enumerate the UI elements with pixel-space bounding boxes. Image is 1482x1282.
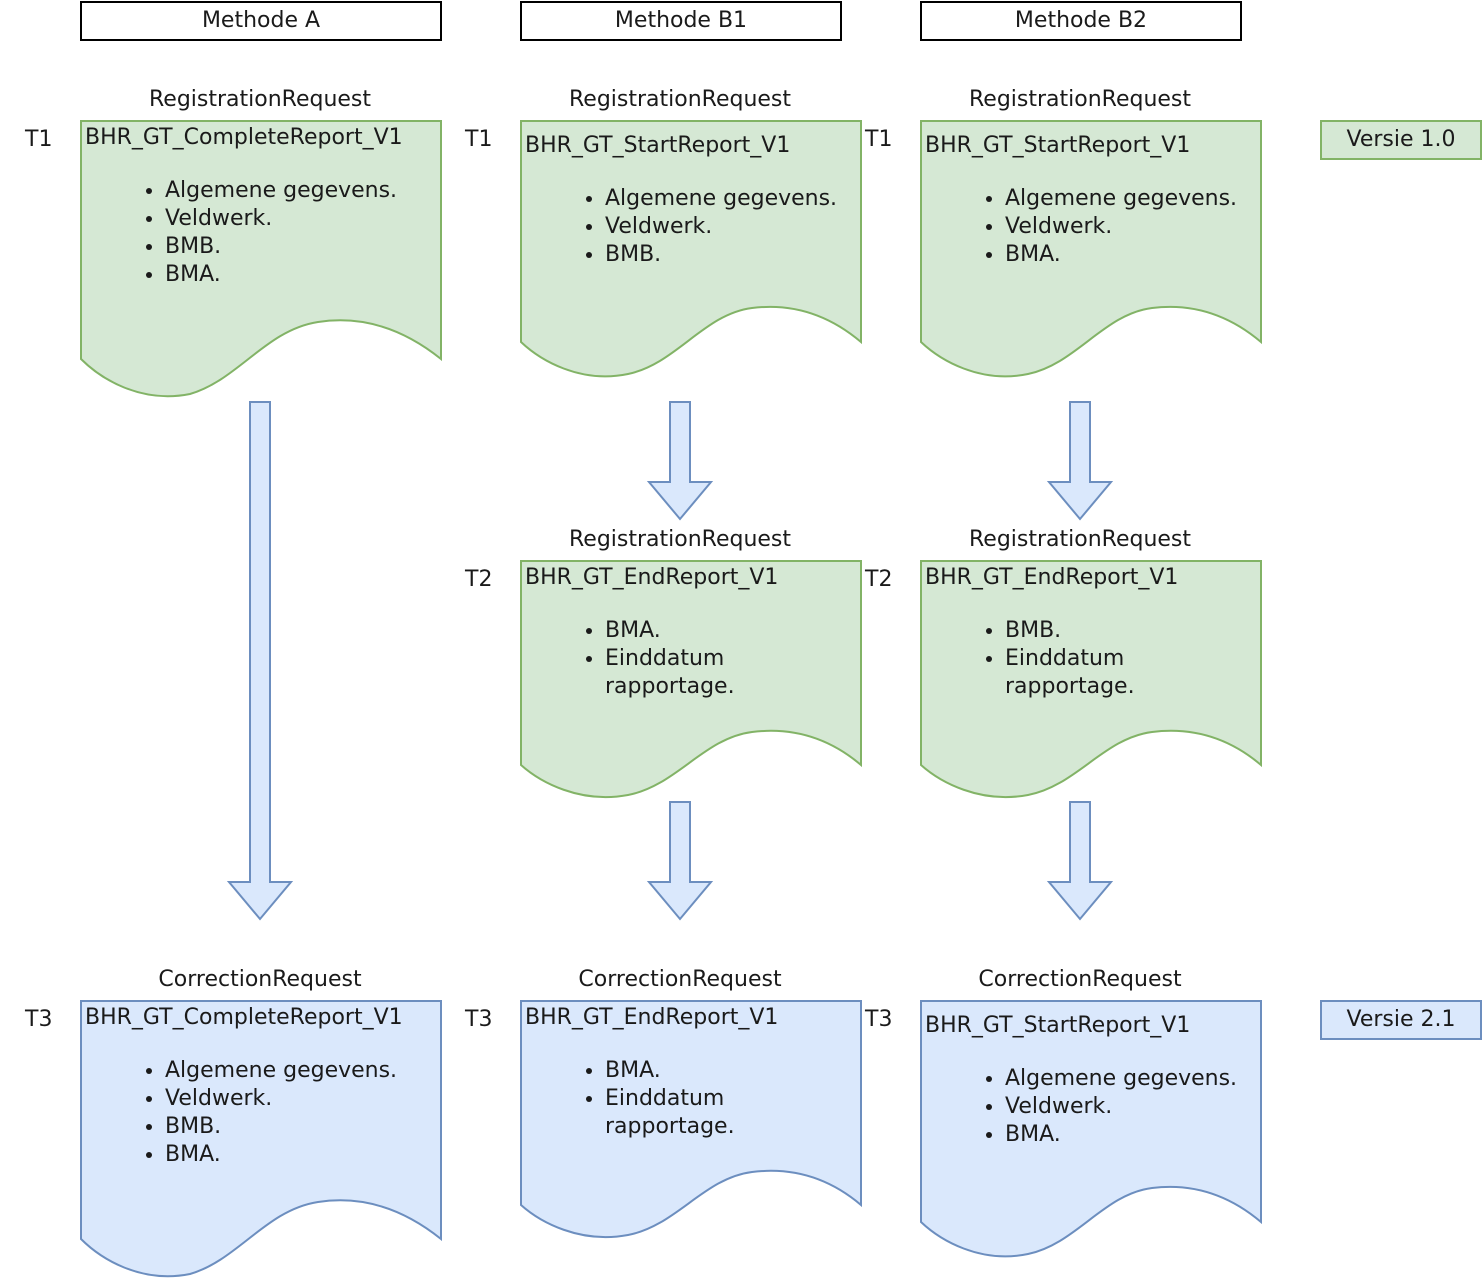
list-item: BMA. xyxy=(605,617,735,645)
list-item: Algemene gegevens. xyxy=(1005,185,1237,213)
request-label: CorrectionRequest xyxy=(158,967,362,992)
list-item: Einddatum xyxy=(1005,645,1135,673)
list-item: rapportage. xyxy=(1005,674,1135,699)
request-label: RegistrationRequest xyxy=(568,87,792,112)
doc-shape-b2-t2 xyxy=(920,560,1262,799)
request-label: RegistrationRequest xyxy=(968,527,1192,552)
request-label: RegistrationRequest xyxy=(968,87,1192,112)
list-item: Veldwerk. xyxy=(165,205,397,233)
document-items: Algemene gegevens. Veldwerk. BMA. xyxy=(921,1065,1237,1149)
list-item: BMA. xyxy=(605,1057,735,1085)
document-name: BHR_GT_EndReport_V1 xyxy=(925,565,1179,590)
column-header-methode-b1: Methode B1 xyxy=(520,1,842,41)
column-header-methode-b2: Methode B2 xyxy=(920,1,1242,41)
document-items: Algemene gegevens. Veldwerk. BMB. BMA. xyxy=(81,1057,397,1169)
list-item: Algemene gegevens. xyxy=(1005,1065,1237,1093)
doc-shape-a-t3 xyxy=(80,1000,442,1278)
arrow-b1-t1-to-t2 xyxy=(646,401,714,521)
list-item: Veldwerk. xyxy=(1005,1093,1237,1121)
list-item: BMA. xyxy=(1005,241,1237,269)
list-item: Veldwerk. xyxy=(165,1085,397,1113)
list-item: BMB. xyxy=(165,233,397,261)
list-item: Einddatum xyxy=(605,1085,735,1113)
document-items: Algemene gegevens. Veldwerk. BMB. xyxy=(521,185,837,269)
request-label: RegistrationRequest xyxy=(148,87,372,112)
list-item: Algemene gegevens. xyxy=(605,185,837,213)
document-name: BHR_GT_StartReport_V1 xyxy=(925,133,1191,158)
request-label: RegistrationRequest xyxy=(568,527,792,552)
doc-shape-b2-t3 xyxy=(920,1000,1262,1258)
doc-shape-b1-t2 xyxy=(520,560,862,799)
list-item: rapportage. xyxy=(605,1114,735,1139)
document-name: BHR_GT_EndReport_V1 xyxy=(525,1005,779,1030)
time-label: T3 xyxy=(25,1007,53,1032)
request-label: CorrectionRequest xyxy=(578,967,782,992)
arrow-b2-t2-to-t3 xyxy=(1046,801,1114,921)
list-item: BMB. xyxy=(1005,617,1135,645)
time-label: T1 xyxy=(865,127,893,152)
list-item: BMB. xyxy=(605,241,837,269)
time-label: T1 xyxy=(25,127,53,152)
version-badge-1-0: Versie 1.0 xyxy=(1320,120,1482,160)
time-label: T1 xyxy=(465,127,493,152)
document-items: BMA. Einddatum rapportage. xyxy=(521,1057,735,1141)
document-name: BHR_GT_StartReport_V1 xyxy=(525,133,791,158)
list-item: Veldwerk. xyxy=(605,213,837,241)
list-item: BMA. xyxy=(165,1141,397,1169)
document-name: BHR_GT_EndReport_V1 xyxy=(525,565,779,590)
doc-shape-b1-t3 xyxy=(520,1000,862,1239)
request-label: CorrectionRequest xyxy=(978,967,1182,992)
version-badge-2-1: Versie 2.1 xyxy=(1320,1000,1482,1040)
list-item: BMB. xyxy=(165,1113,397,1141)
document-items: Algemene gegevens. Veldwerk. BMB. BMA. xyxy=(81,177,397,289)
document-name: BHR_GT_CompleteReport_V1 xyxy=(85,1005,403,1030)
doc-shape-a-t1 xyxy=(80,120,442,398)
document-items: BMA. Einddatum rapportage. xyxy=(521,617,735,701)
time-label: T2 xyxy=(865,567,893,592)
list-item: Algemene gegevens. xyxy=(165,177,397,205)
arrow-a-t1-to-t3 xyxy=(226,401,294,921)
arrow-b2-t1-to-t2 xyxy=(1046,401,1114,521)
document-items: BMB. Einddatum rapportage. xyxy=(921,617,1135,701)
time-label: T3 xyxy=(465,1007,493,1032)
list-item: BMA. xyxy=(1005,1121,1237,1149)
arrow-b1-t2-to-t3 xyxy=(646,801,714,921)
time-label: T2 xyxy=(465,567,493,592)
list-item: Einddatum xyxy=(605,645,735,673)
document-name: BHR_GT_StartReport_V1 xyxy=(925,1013,1191,1038)
list-item: BMA. xyxy=(165,261,397,289)
doc-shape-b2-t1 xyxy=(920,120,1262,378)
document-name: BHR_GT_CompleteReport_V1 xyxy=(85,125,403,150)
column-header-methode-a: Methode A xyxy=(80,1,442,41)
list-item: Algemene gegevens. xyxy=(165,1057,397,1085)
list-item: Veldwerk. xyxy=(1005,213,1237,241)
document-items: Algemene gegevens. Veldwerk. BMA. xyxy=(921,185,1237,269)
list-item: rapportage. xyxy=(605,674,735,699)
doc-shape-b1-t1 xyxy=(520,120,862,378)
time-label: T3 xyxy=(865,1007,893,1032)
